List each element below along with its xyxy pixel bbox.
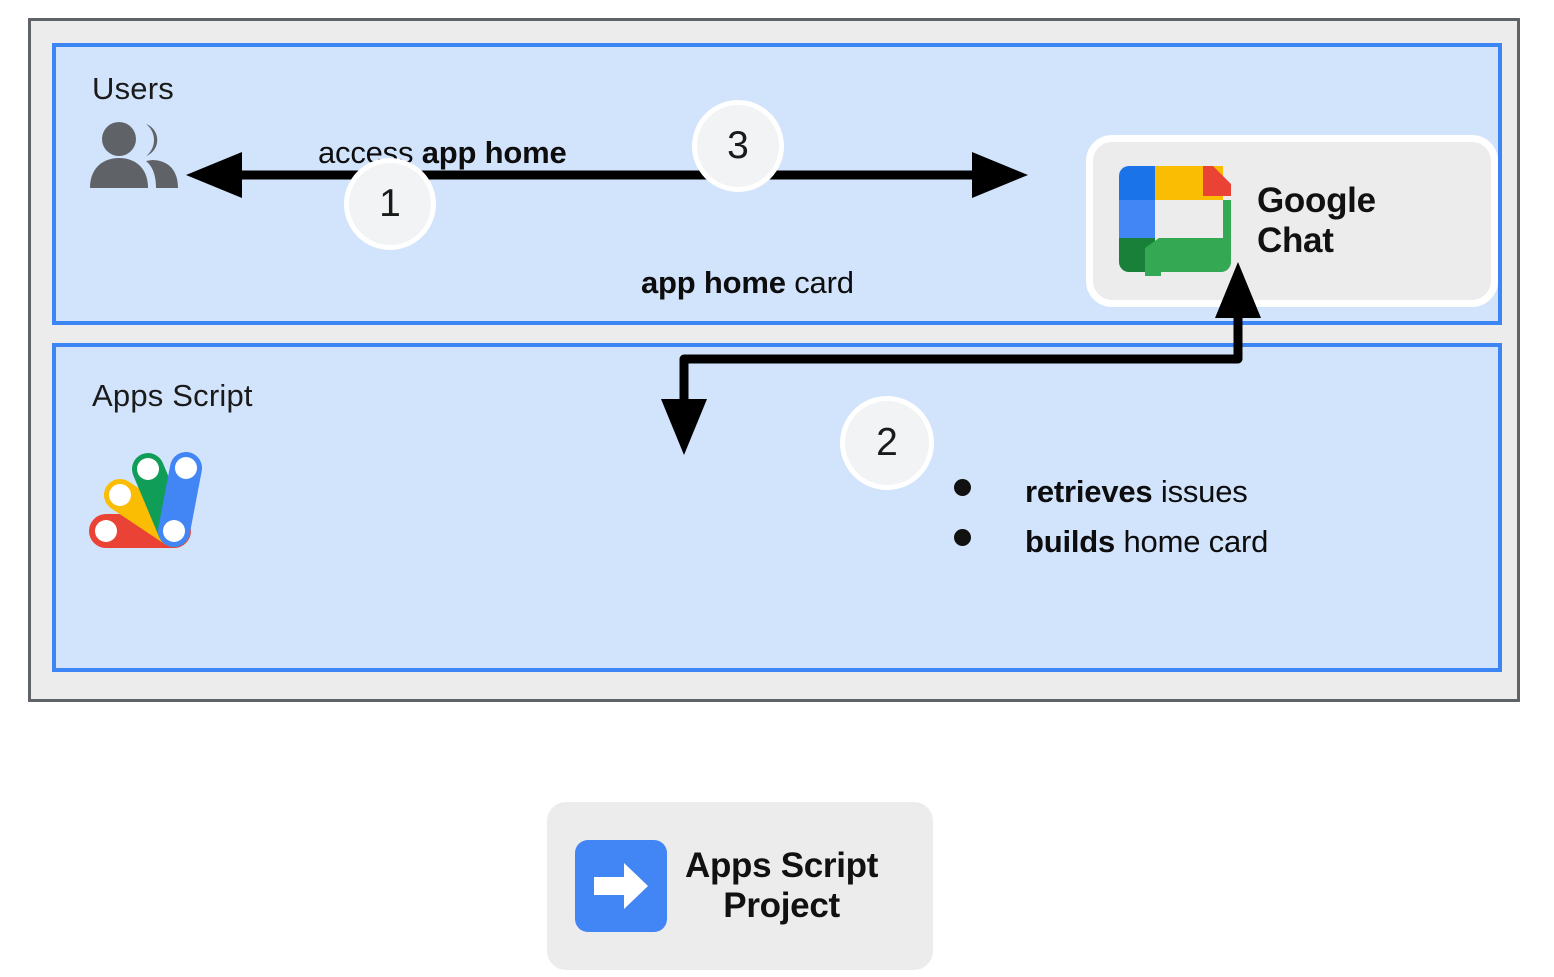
bullet-rest-1: home card [1115, 524, 1269, 559]
bullet-rest-0: issues [1152, 474, 1248, 509]
panel-label-users: Users [92, 71, 174, 106]
edge-label-access-app-home: access app home [318, 135, 567, 171]
diagram-canvas: Users access app home app home card [28, 18, 1520, 977]
bullet-dot-icon [954, 479, 971, 496]
panel-label-apps-script: Apps Script [92, 378, 253, 413]
bullet-text: builds home card [1025, 524, 1268, 560]
edge-label-access-bold: app home [421, 135, 567, 170]
node-google-chat-label-line1: Google [1257, 181, 1376, 221]
right-arrow-icon [594, 863, 648, 909]
node-apps-script-project-label-line1: Apps Script [685, 846, 879, 886]
list-item: builds home card [954, 524, 1424, 560]
apps-script-project-icon [575, 840, 667, 932]
bullet-text: retrieves issues [1025, 474, 1248, 510]
bullet-bold-0: retrieves [1025, 474, 1153, 509]
panel-apps-script: Apps Script [52, 343, 1502, 977]
bullet-dot-icon [954, 529, 971, 546]
edge-label-card-bold: app home [641, 265, 786, 300]
edge-label-card-suffix: card [785, 265, 854, 300]
panel-users: Users access app home app home card [52, 43, 1502, 325]
apps-script-logo [89, 452, 202, 548]
step-badge-1: 1 [344, 158, 436, 250]
list-item: retrieves issues [954, 474, 1424, 510]
google-chat-icon [1119, 166, 1231, 276]
users-icon [90, 122, 178, 188]
edge-label-app-home-card: app home card [641, 265, 854, 301]
node-google-chat-label-line2: Chat [1257, 221, 1334, 260]
step-badge-3: 3 [692, 100, 784, 192]
bullet-bold-1: builds [1025, 524, 1116, 559]
node-apps-script-project-label-line2: Project [723, 886, 840, 925]
bullet-list: retrieves issues builds home card [954, 474, 1424, 574]
step-badge-2: 2 [840, 396, 934, 490]
